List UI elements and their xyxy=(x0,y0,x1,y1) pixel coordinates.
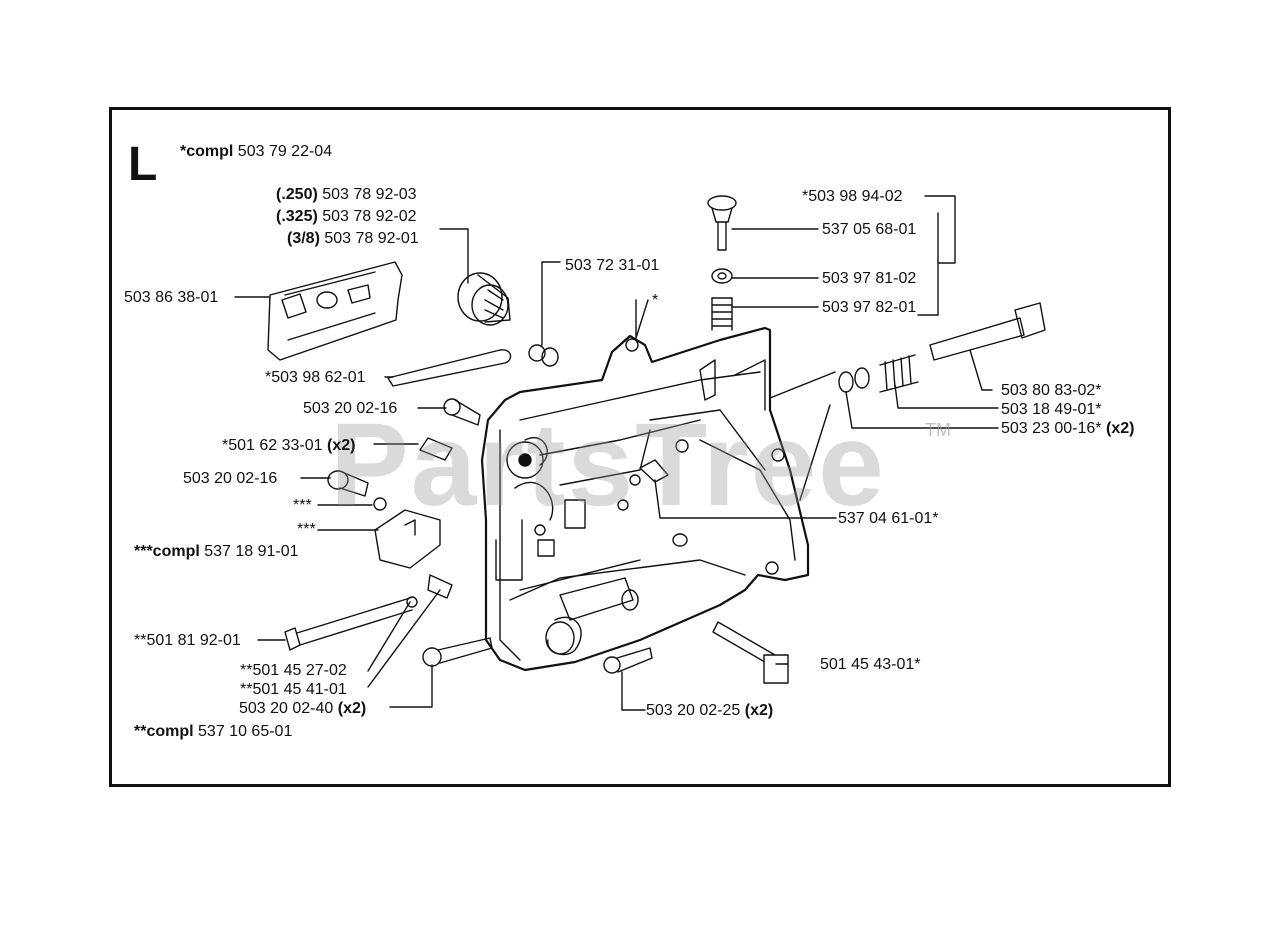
clutch-cover xyxy=(480,326,810,672)
label-t-bolt: 501 45 43-01* xyxy=(820,656,921,673)
label-arm: *503 98 62-01 xyxy=(265,369,366,386)
pin xyxy=(419,437,453,461)
label-compl-main: *compl 503 79 22-04 xyxy=(180,143,333,160)
sprocket-ring xyxy=(457,272,511,326)
label-cap: 503 72 31-01 xyxy=(565,257,660,274)
label-pin: *501 62 33-01 (x2) xyxy=(222,437,356,454)
trademark-mark: TM xyxy=(925,420,951,440)
label-triple-b: *** xyxy=(297,521,316,538)
t-bolt xyxy=(712,621,789,684)
label-kit: *503 98 94-02 xyxy=(802,188,903,205)
label-screw-mid: 503 20 02-16 xyxy=(183,470,278,487)
cap xyxy=(528,344,559,367)
label-knob: 537 05 68-01 xyxy=(822,221,917,238)
adjuster-block xyxy=(374,509,441,569)
label-compl-triple: ***compl 537 18 91-01 xyxy=(134,543,299,560)
label-triple-a: *** xyxy=(293,497,312,514)
screw-top xyxy=(443,398,481,426)
label-nut2: **501 45 41-01 xyxy=(240,681,347,698)
label-ring-250: (.250) 503 78 92-03 xyxy=(276,186,417,203)
label-ring-325: (.325) 503 78 92-02 xyxy=(276,208,417,225)
label-screw-top: 503 20 02-16 xyxy=(303,400,398,417)
label-spring-top: 503 97 82-01 xyxy=(822,299,917,316)
plunger xyxy=(639,459,669,483)
leader-lines xyxy=(234,195,999,711)
screw-center xyxy=(603,647,653,674)
arm xyxy=(387,349,512,387)
top-adjuster xyxy=(707,195,737,331)
chain-guide-plate xyxy=(267,261,403,361)
screw-bottom xyxy=(422,637,493,667)
label-washer-top: 503 97 81-02 xyxy=(822,270,917,287)
label-ring-38: (3/8) 503 78 92-01 xyxy=(287,230,419,247)
label-nut1: **501 45 27-02 xyxy=(240,662,347,679)
label-shaft: 503 80 83-02* xyxy=(1001,382,1102,399)
watermark: PartsTree xyxy=(330,399,886,531)
label-washer-right: 503 23 00-16* (x2) xyxy=(1001,420,1135,437)
label-star: * xyxy=(652,292,659,309)
adjuster-screw xyxy=(284,574,453,651)
label-plunger: 537 04 61-01* xyxy=(838,510,939,527)
section-letter: L xyxy=(128,138,158,191)
label-adjuster-screw: **501 81 92-01 xyxy=(134,632,241,649)
label-screw-center: 503 20 02-25 (x2) xyxy=(646,702,774,719)
screw-mid xyxy=(327,470,369,497)
label-spring-right: 503 18 49-01* xyxy=(1001,401,1102,418)
label-screw-bottom: 503 20 02-40 (x2) xyxy=(239,700,367,717)
label-compl-double: **compl 537 10 65-01 xyxy=(134,723,293,740)
right-adjuster xyxy=(838,302,1046,393)
label-plate: 503 86 38-01 xyxy=(124,289,219,306)
